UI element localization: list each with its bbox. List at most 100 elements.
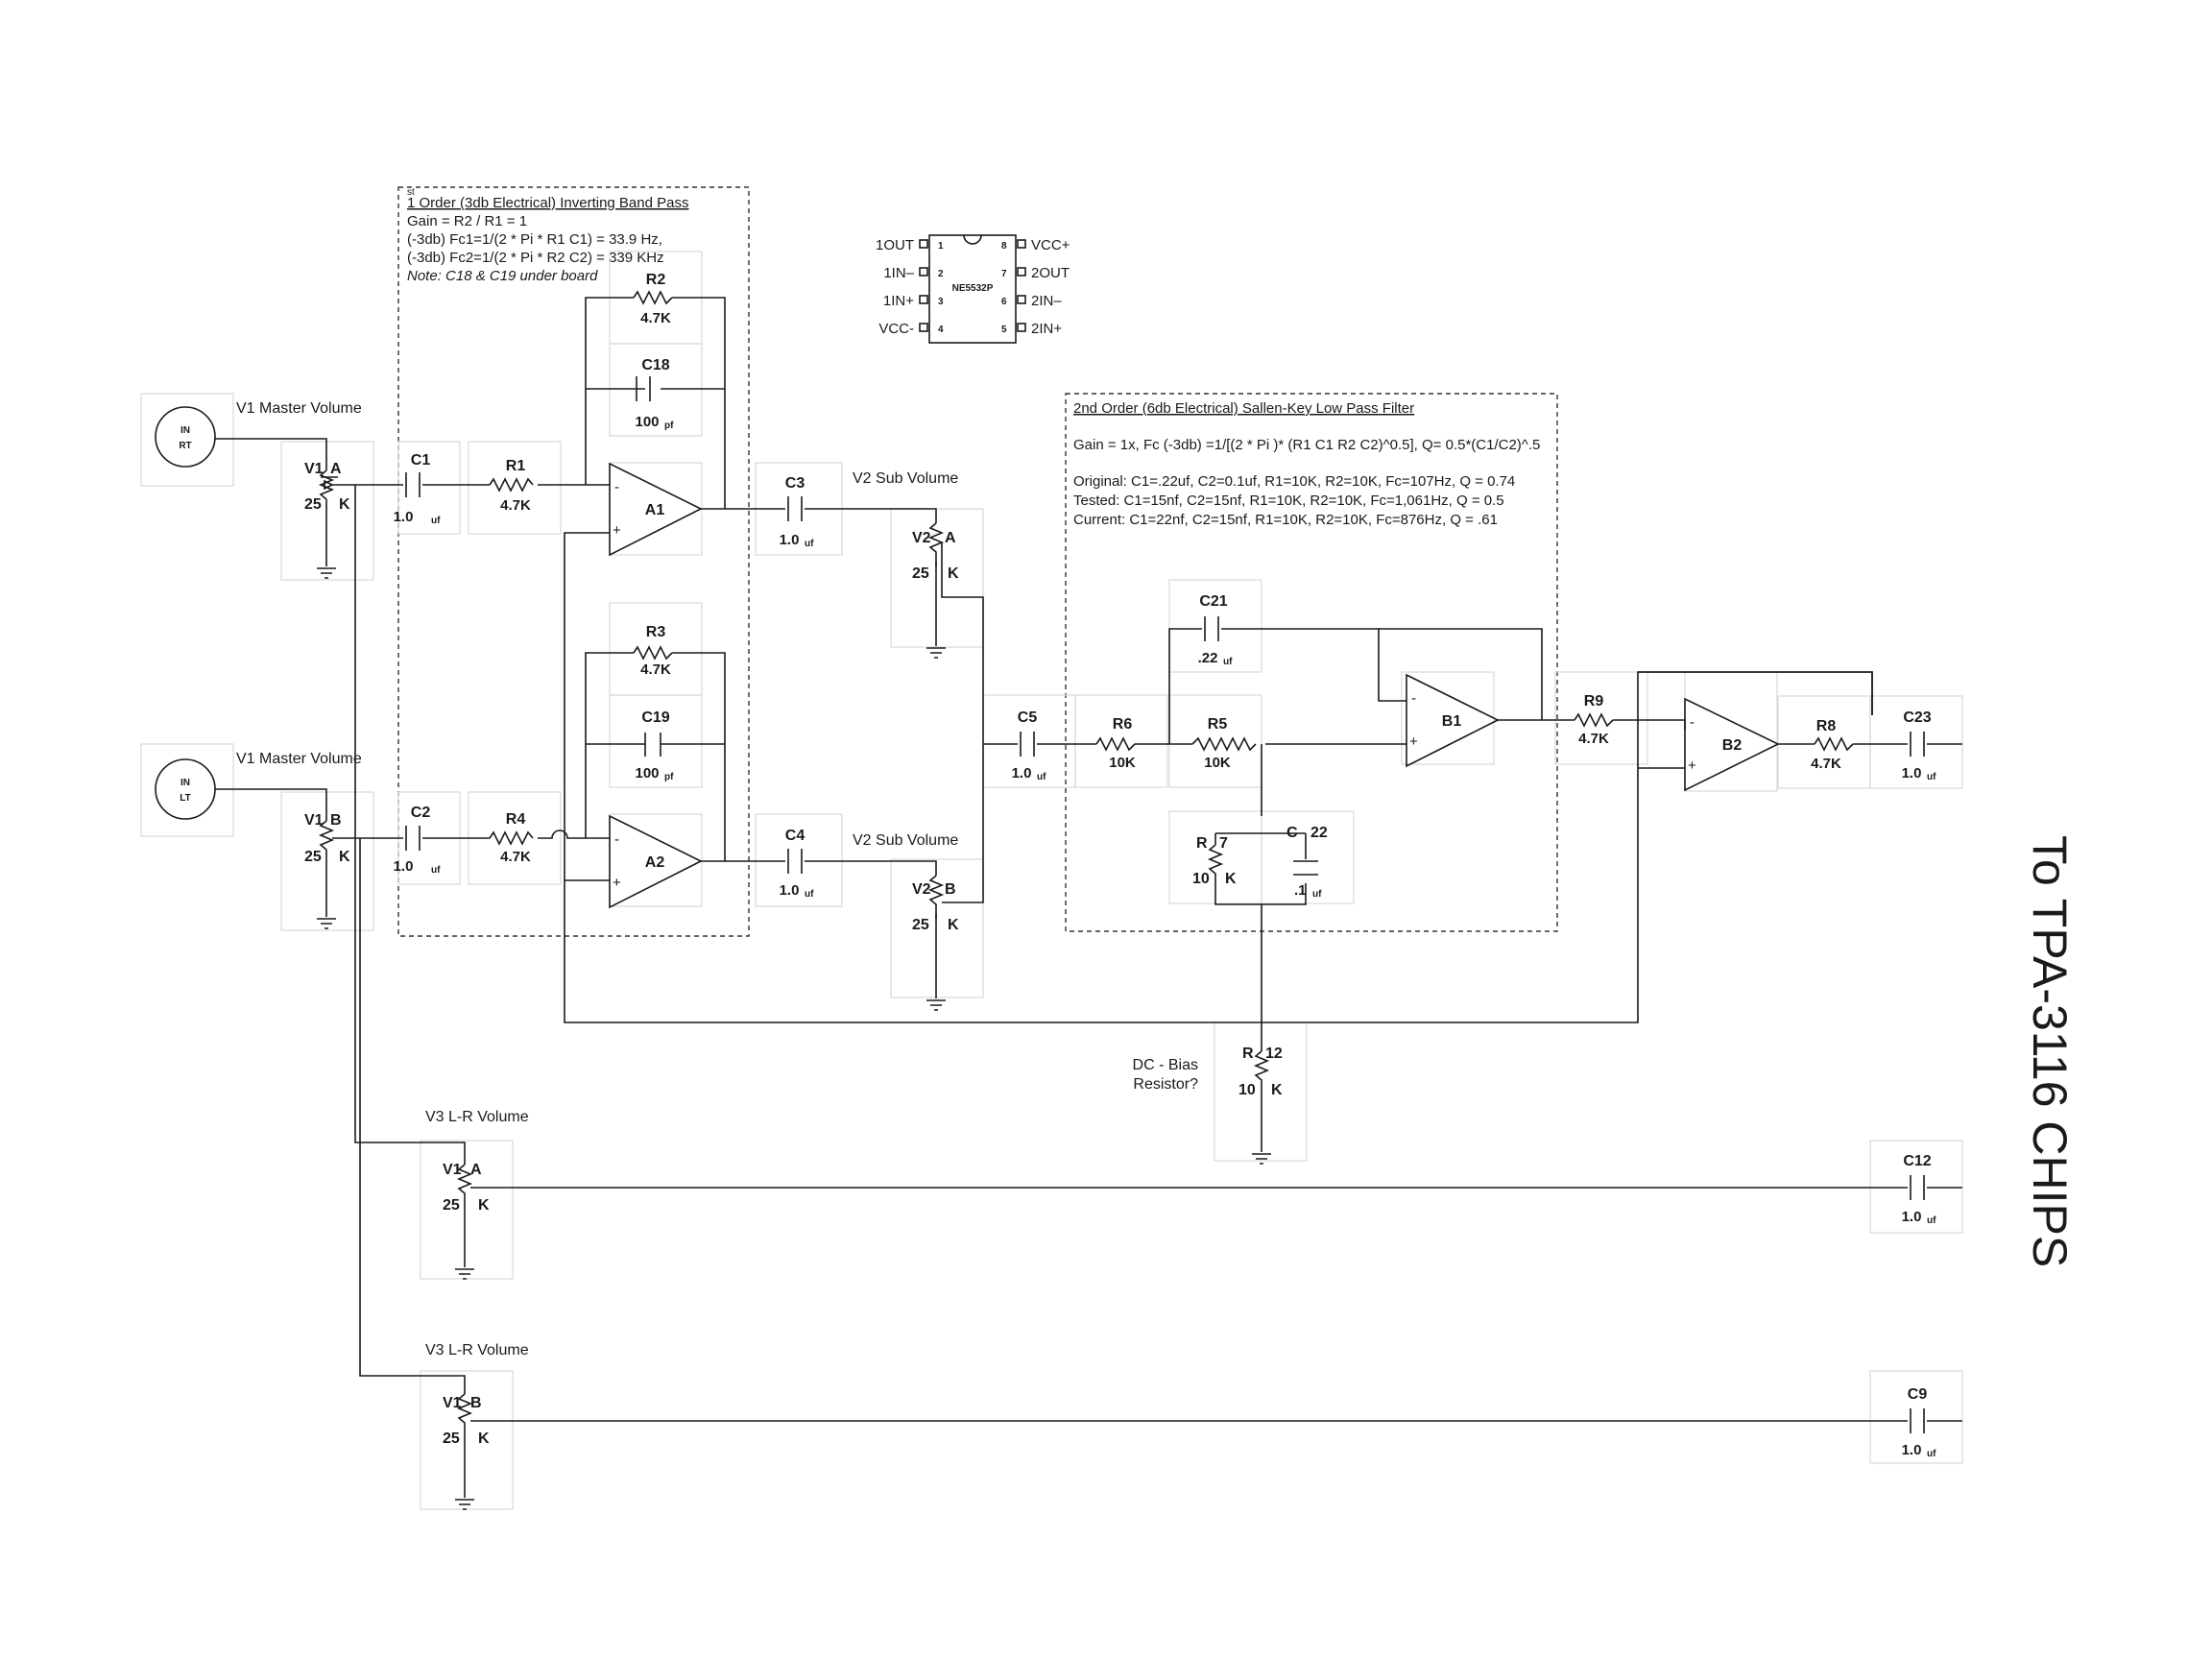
wires: [215, 297, 1962, 1498]
pot-v2a-value: 25: [912, 565, 929, 582]
band-pass-note: Note: C18 & C19 under board: [407, 268, 598, 284]
capacitor-plates: [405, 376, 1925, 1433]
r5-value: 10K: [1204, 755, 1231, 771]
chip-num-7: 7: [1001, 269, 1007, 279]
opamp-b1: - + B1: [1406, 673, 1500, 768]
input-lt-label-1: IN: [180, 778, 190, 788]
svg-text:C12: C12: [1903, 1153, 1931, 1169]
input-rt-label-2: RT: [179, 441, 191, 451]
v1-master-volume-label-top: V1 Master Volume: [236, 400, 362, 417]
opamp-a1-label: A1: [645, 502, 665, 518]
svg-text:R5: R5: [1208, 716, 1228, 733]
chip-num-5: 5: [1001, 325, 1007, 335]
v3-lr-volume-label-bottom: V3 L-R Volume: [425, 1342, 529, 1358]
opamp-b1-label: B1: [1442, 713, 1462, 730]
r3-value: 4.7K: [640, 661, 671, 678]
opamp-b2: - + B2: [1684, 697, 1780, 792]
svg-text:12: 12: [1265, 1046, 1283, 1062]
c9-value: 1.0: [1902, 1442, 1922, 1458]
svg-text:C23: C23: [1903, 709, 1931, 726]
chip-pin-7: 2OUT: [1031, 265, 1070, 281]
input-rt-jack: IN RT: [155, 406, 216, 468]
c19-value: 100: [635, 765, 659, 781]
c23-value: 1.0: [1902, 765, 1922, 781]
input-lt-label-2: LT: [180, 793, 190, 804]
svg-text:C2: C2: [411, 805, 431, 821]
opamp-a2-label: A2: [645, 854, 665, 871]
chip-pin-8: VCC+: [1031, 237, 1070, 253]
svg-text:+: +: [613, 522, 621, 539]
lowpass-tested: Tested: C1=15nf, C2=15nf, R1=10K, R2=10K…: [1073, 493, 1504, 509]
r4-value: 4.7K: [500, 849, 531, 865]
svg-text:uf: uf: [805, 889, 814, 900]
opamp-a1: - + A1: [609, 462, 703, 557]
svg-text:pf: pf: [664, 421, 674, 431]
lowpass-notes: 2nd Order (6db Electrical) Sallen-Key Lo…: [1073, 400, 1540, 528]
svg-text:C3: C3: [785, 475, 805, 492]
svg-text:V1: V1: [443, 1162, 462, 1178]
svg-text:K: K: [478, 1431, 490, 1447]
svg-text:uf: uf: [431, 516, 441, 526]
r2-value: 4.7K: [640, 310, 671, 326]
opamp-a2: - + A2: [609, 814, 703, 909]
svg-text:R: R: [1242, 1046, 1254, 1062]
svg-text:K: K: [1225, 871, 1237, 887]
v2-sub-volume-label-bottom: V2 Sub Volume: [853, 832, 958, 849]
svg-text:C21: C21: [1199, 593, 1227, 610]
band-pass-heading-sup: st: [407, 187, 415, 198]
v1-master-volume-label-bottom: V1 Master Volume: [236, 751, 362, 767]
svg-text:C5: C5: [1018, 709, 1038, 726]
svg-text:+: +: [613, 875, 621, 891]
c4-value: 1.0: [780, 882, 800, 899]
ne5532p-chip: NE5532P 1OUT 1IN– 1IN+ VCC- VCC+ 2OUT 2I…: [876, 234, 1070, 344]
resistor-zigzags: [318, 290, 1854, 1433]
band-pass-heading: 1 Order (3db Electrical) Inverting Band …: [407, 195, 688, 211]
svg-text:V2: V2: [912, 881, 931, 898]
chip-num-4: 4: [938, 325, 944, 335]
input-lt-jack: IN LT: [155, 758, 216, 820]
svg-text:R3: R3: [646, 624, 666, 640]
chip-num-2: 2: [938, 269, 944, 279]
r8-value: 4.7K: [1811, 756, 1841, 772]
svg-text:A: A: [470, 1162, 482, 1178]
svg-text:uf: uf: [1037, 772, 1046, 782]
svg-text:V1: V1: [304, 812, 324, 829]
lowpass-gain: Gain = 1x, Fc (-3db) =1/[(2 * Pi )* (R1 …: [1073, 437, 1540, 453]
chip-pin-4: VCC-: [878, 321, 914, 337]
chip-num-1: 1: [938, 241, 944, 252]
c22-value: .1: [1294, 882, 1307, 899]
lowpass-current: Current: C1=22nf, C2=15nf, R1=10K, R2=10…: [1073, 512, 1498, 528]
chip-pin-6: 2IN–: [1031, 293, 1062, 309]
v2-sub-volume-label-top: V2 Sub Volume: [853, 470, 958, 487]
c18-value: 100: [635, 414, 659, 430]
svg-text:uf: uf: [805, 539, 814, 549]
pot-v1a-value: 25: [304, 496, 322, 513]
pot-v1b-value: 25: [304, 849, 322, 865]
r6-value: 10K: [1109, 755, 1136, 771]
svg-text:B: B: [945, 881, 956, 898]
r9-value: 4.7K: [1578, 731, 1609, 747]
svg-text:uf: uf: [1223, 657, 1233, 667]
svg-text:K: K: [1271, 1082, 1283, 1098]
c21-value: .22: [1198, 650, 1218, 666]
lowpass-block: [1065, 393, 1558, 932]
svg-text:R6: R6: [1113, 716, 1133, 733]
svg-text:C19: C19: [641, 709, 669, 726]
chip-name: NE5532P: [952, 283, 994, 294]
svg-text:-: -: [1690, 714, 1695, 731]
svg-text:uf: uf: [1312, 889, 1322, 900]
svg-text:uf: uf: [1927, 772, 1936, 782]
pot-v3b-value: 25: [443, 1431, 460, 1447]
svg-text:A: A: [945, 530, 956, 546]
svg-text:7: 7: [1219, 835, 1228, 852]
svg-text:R1: R1: [506, 458, 526, 474]
r1-value: 4.7K: [500, 497, 531, 514]
svg-text:K: K: [948, 917, 959, 933]
svg-text:R9: R9: [1584, 693, 1604, 709]
c1-value: 1.0: [394, 509, 414, 525]
dc-bias-label-1: DC - Bias: [1133, 1057, 1198, 1073]
svg-text:R: R: [1196, 835, 1208, 852]
svg-text:pf: pf: [664, 772, 674, 782]
chip-pin-3: 1IN+: [883, 293, 914, 309]
